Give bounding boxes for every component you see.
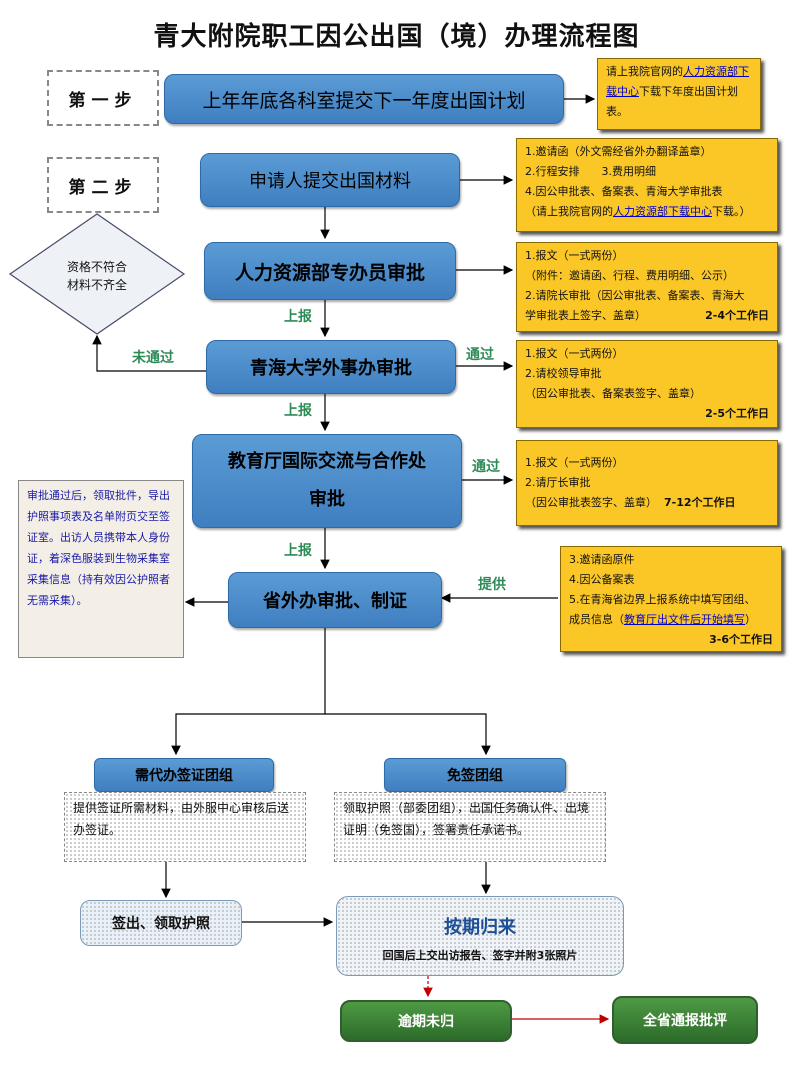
arrow-qhu-diamond [92, 334, 206, 372]
page-title: 青大附院职工因公出国（境）办理流程图 [153, 22, 640, 52]
submit-note-line-4-pre: （请上我院官网的 [525, 205, 613, 218]
hr-note-line-3: 2.请院长审批（因公审批表、备案表、青海大 [525, 289, 745, 302]
passed-label-1: 通过 [466, 347, 494, 363]
hr-note-line-4: 学审批表上签字、盖章） 2-4个工作日 [525, 306, 769, 326]
prov-note-line-4: 成员信息（教育厅出文件后开始填写） [569, 610, 773, 630]
edu-file-link[interactable]: 教育厅出文件后开始填写 [624, 613, 745, 626]
return-title: 按期归来 [444, 917, 516, 938]
free-group-header: 免签团组 [384, 758, 566, 792]
visa-group-header: 需代办签证团组 [94, 758, 274, 792]
diamond-line-2: 材料不齐全 [66, 278, 127, 292]
edu-note-line-1: 1.报文（一式两份） [525, 456, 624, 469]
hr-note-line-2: （附件：邀请函、行程、费用明细、公示） [525, 269, 734, 282]
edu-note: 1.报文（一式两份） 2.请厅长审批 （因公审批表签字、盖章） 7-12个工作日 [516, 440, 778, 526]
qhu-note-line-2: 2.请校领导审批 [525, 367, 602, 380]
arrow-split-visa [171, 713, 325, 756]
hr-note: 1.报文（一式两份） （附件：邀请函、行程、费用明细、公示） 2.请院长审批（因… [516, 242, 778, 332]
prov-note: 3.邀请函原件 4.因公备案表 5.在青海省边界上报系统中填写团组、 成员信息（… [560, 546, 782, 652]
edu-review-line-2: 审批 [309, 489, 345, 510]
hr-download-link-2[interactable]: 人力资源部下载中心 [613, 205, 712, 218]
arrow-split-free [325, 713, 491, 756]
prov-note-days: 3-6个工作日 [709, 633, 773, 646]
prov-note-line-4-pre: 成员信息（ [569, 613, 624, 626]
return-box: 按期归来 回国后上交出访报告、签字并附3张照片 [336, 896, 624, 976]
plan-note: 请上我院官网的人力资源部下载中心下载下年度出国计划表。 [597, 58, 761, 130]
hr-note-line-4-text: 学审批表上签字、盖章） [525, 309, 646, 322]
submit-materials-box: 申请人提交出国材料 [200, 153, 460, 207]
submit-note-line-4-post: 下载。） [712, 205, 751, 218]
qhu-note-days: 2-5个工作日 [705, 407, 769, 420]
diamond-shape [8, 213, 186, 335]
submit-note-line-2: 2.行程安排 3.费用明细 [525, 165, 656, 178]
free-group-desc: 领取护照（部委团组），出国任务确认件、出境证明（免签国），签署责任承诺书。 [334, 792, 606, 862]
step-two-label: 第二步 [47, 157, 159, 213]
prov-note-line-2: 4.因公备案表 [569, 573, 635, 586]
hr-download-link[interactable]: 人力资源部下载中心 [606, 65, 749, 98]
edu-review-box: 教育厅国际交流与合作处 审批 [192, 434, 462, 528]
prov-review-box: 省外办审批、制证 [228, 572, 442, 628]
prov-note-line-1: 3.邀请函原件 [569, 553, 635, 566]
plan-note-pre: 请上我院官网的 [606, 65, 683, 78]
qhu-review-box: 青海大学外事办审批 [206, 340, 456, 394]
edu-note-line-3-text: （因公审批表签字、盖章） [525, 496, 657, 509]
provide-label: 提供 [478, 577, 506, 593]
edu-note-line-2: 2.请厅长审批 [525, 476, 591, 489]
overdue-box: 逾期未归 [340, 1000, 512, 1042]
sign-out-box: 签出、领取护照 [80, 900, 242, 946]
prov-note-line-3: 5.在青海省边界上报系统中填写团组、 [569, 593, 756, 606]
report-label-1: 上报 [284, 309, 312, 325]
qhu-note-line-1: 1.报文（一式两份） [525, 347, 624, 360]
passed-label-2: 通过 [472, 459, 500, 475]
hr-note-days: 2-4个工作日 [705, 309, 769, 322]
submit-note-line-3: 4.因公申批表、备案表、青海大学审批表 [525, 185, 723, 198]
return-subtext: 回国后上交出访报告、签字并附3张照片 [382, 949, 578, 962]
report-label-3: 上报 [284, 543, 312, 559]
qhu-note-line-3: （因公审批表、备案表签字、盖章） [525, 387, 701, 400]
submit-note: 1.邀请函（外文需经省外办翻译盖章） 2.行程安排 3.费用明细 4.因公申批表… [516, 138, 778, 232]
failed-label: 未通过 [132, 350, 174, 366]
step-one-label: 第一步 [47, 70, 159, 126]
left-instruction-note: 审批通过后，领取批件，导出护照事项表及名单附页交至签证室。出访人员携带本人身份证… [18, 480, 184, 658]
report-label-2: 上报 [284, 403, 312, 419]
qhu-note: 1.报文（一式两份） 2.请校领导审批 （因公审批表、备案表签字、盖章） 2-5… [516, 340, 778, 428]
diamond-text: 资格不符合 材料不齐全 [30, 258, 164, 294]
edu-review-line-1: 教育厅国际交流与合作处 [228, 451, 426, 472]
hr-note-line-1: 1.报文（一式两份） [525, 249, 624, 262]
edu-note-line-3: （因公审批表签字、盖章） 7-12个工作日 [525, 493, 769, 513]
submit-note-line-4: （请上我院官网的人力资源部下载中心下载。） [525, 202, 769, 222]
hr-review-box: 人力资源部专办员审批 [204, 242, 456, 300]
province-notice-box: 全省通报批评 [612, 996, 758, 1044]
edu-note-days: 7-12个工作日 [664, 496, 736, 509]
visa-group-desc: 提供签证所需材料，由外服中心审核后送办签证。 [64, 792, 306, 862]
prov-note-line-4-post: ） [745, 613, 756, 626]
plan-submit-box: 上年年底各科室提交下一年度出国计划 [164, 74, 564, 124]
plan-note-post: 下载下年度出国计划表。 [606, 85, 738, 118]
submit-note-line-1: 1.邀请函（外文需经省外办翻译盖章） [525, 145, 712, 158]
diamond-line-1: 资格不符合 [66, 260, 127, 274]
